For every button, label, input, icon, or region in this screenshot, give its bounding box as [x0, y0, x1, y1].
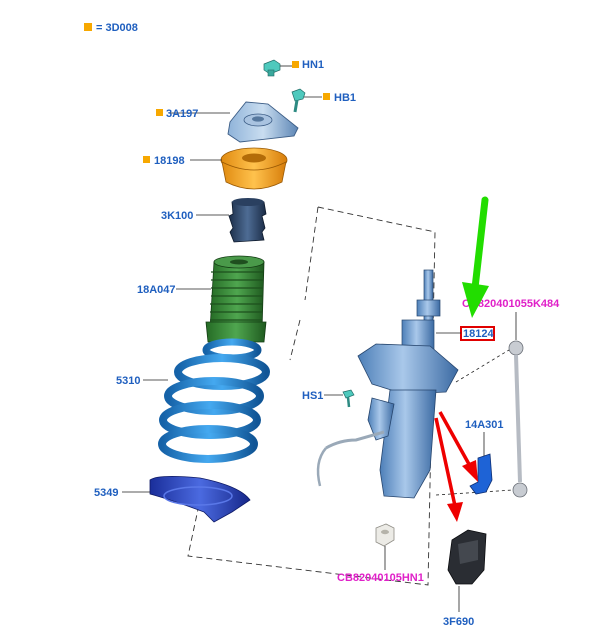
label-3f690[interactable]: 3F690 — [443, 616, 474, 628]
3a197-marker — [156, 109, 163, 116]
bearing-18198[interactable] — [220, 147, 288, 190]
assembly-outline-left — [289, 206, 319, 361]
label-3k100[interactable]: 3K100 — [161, 210, 193, 222]
nut-hn1[interactable] — [263, 59, 281, 77]
label-14a301[interactable]: 14A301 — [465, 419, 504, 431]
label-5310[interactable]: 5310 — [116, 375, 140, 387]
label-18124[interactable]: 18124 — [463, 328, 494, 340]
bracket-3f690[interactable] — [447, 529, 487, 585]
bump-stop-3k100[interactable] — [228, 198, 267, 243]
label-5349[interactable]: 5349 — [94, 487, 118, 499]
screw-hs1[interactable] — [342, 389, 355, 408]
label-cb82040105hn1[interactable]: CB82040105HN1 — [337, 572, 424, 584]
label-hn1[interactable]: HN1 — [302, 59, 324, 71]
strut-18124[interactable] — [316, 269, 459, 499]
label-hb1[interactable]: HB1 — [334, 92, 356, 104]
bracket-14a301[interactable] — [469, 453, 493, 495]
nut-cb82040105hn1[interactable] — [375, 523, 395, 547]
label-18a047[interactable]: 18A047 — [137, 284, 176, 296]
legend: = 3D008 — [84, 22, 138, 34]
legend-text: = 3D008 — [96, 22, 138, 34]
top-mount-3a197[interactable] — [227, 101, 299, 143]
hb1-marker — [323, 93, 330, 100]
label-18198[interactable]: 18198 — [154, 155, 185, 167]
red-pointer-arrows — [434, 411, 478, 522]
green-pointer-arrow — [462, 196, 489, 318]
label-3a197[interactable]: 3A197 — [166, 108, 198, 120]
18198-marker — [143, 156, 150, 163]
bolt-hb1[interactable] — [291, 88, 306, 113]
dust-boot-18a047[interactable] — [205, 255, 267, 343]
label-cb820401055k484[interactable]: CB820401055K484 — [462, 298, 560, 310]
legend-swatch — [84, 23, 92, 31]
spring-seat-5349[interactable] — [149, 476, 251, 523]
assembly-outline — [187, 206, 436, 586]
hn1-marker — [292, 61, 299, 68]
label-hs1[interactable]: HS1 — [302, 390, 323, 402]
highlight-box-18124 — [460, 326, 495, 341]
coil-spring-5310[interactable] — [158, 338, 270, 463]
